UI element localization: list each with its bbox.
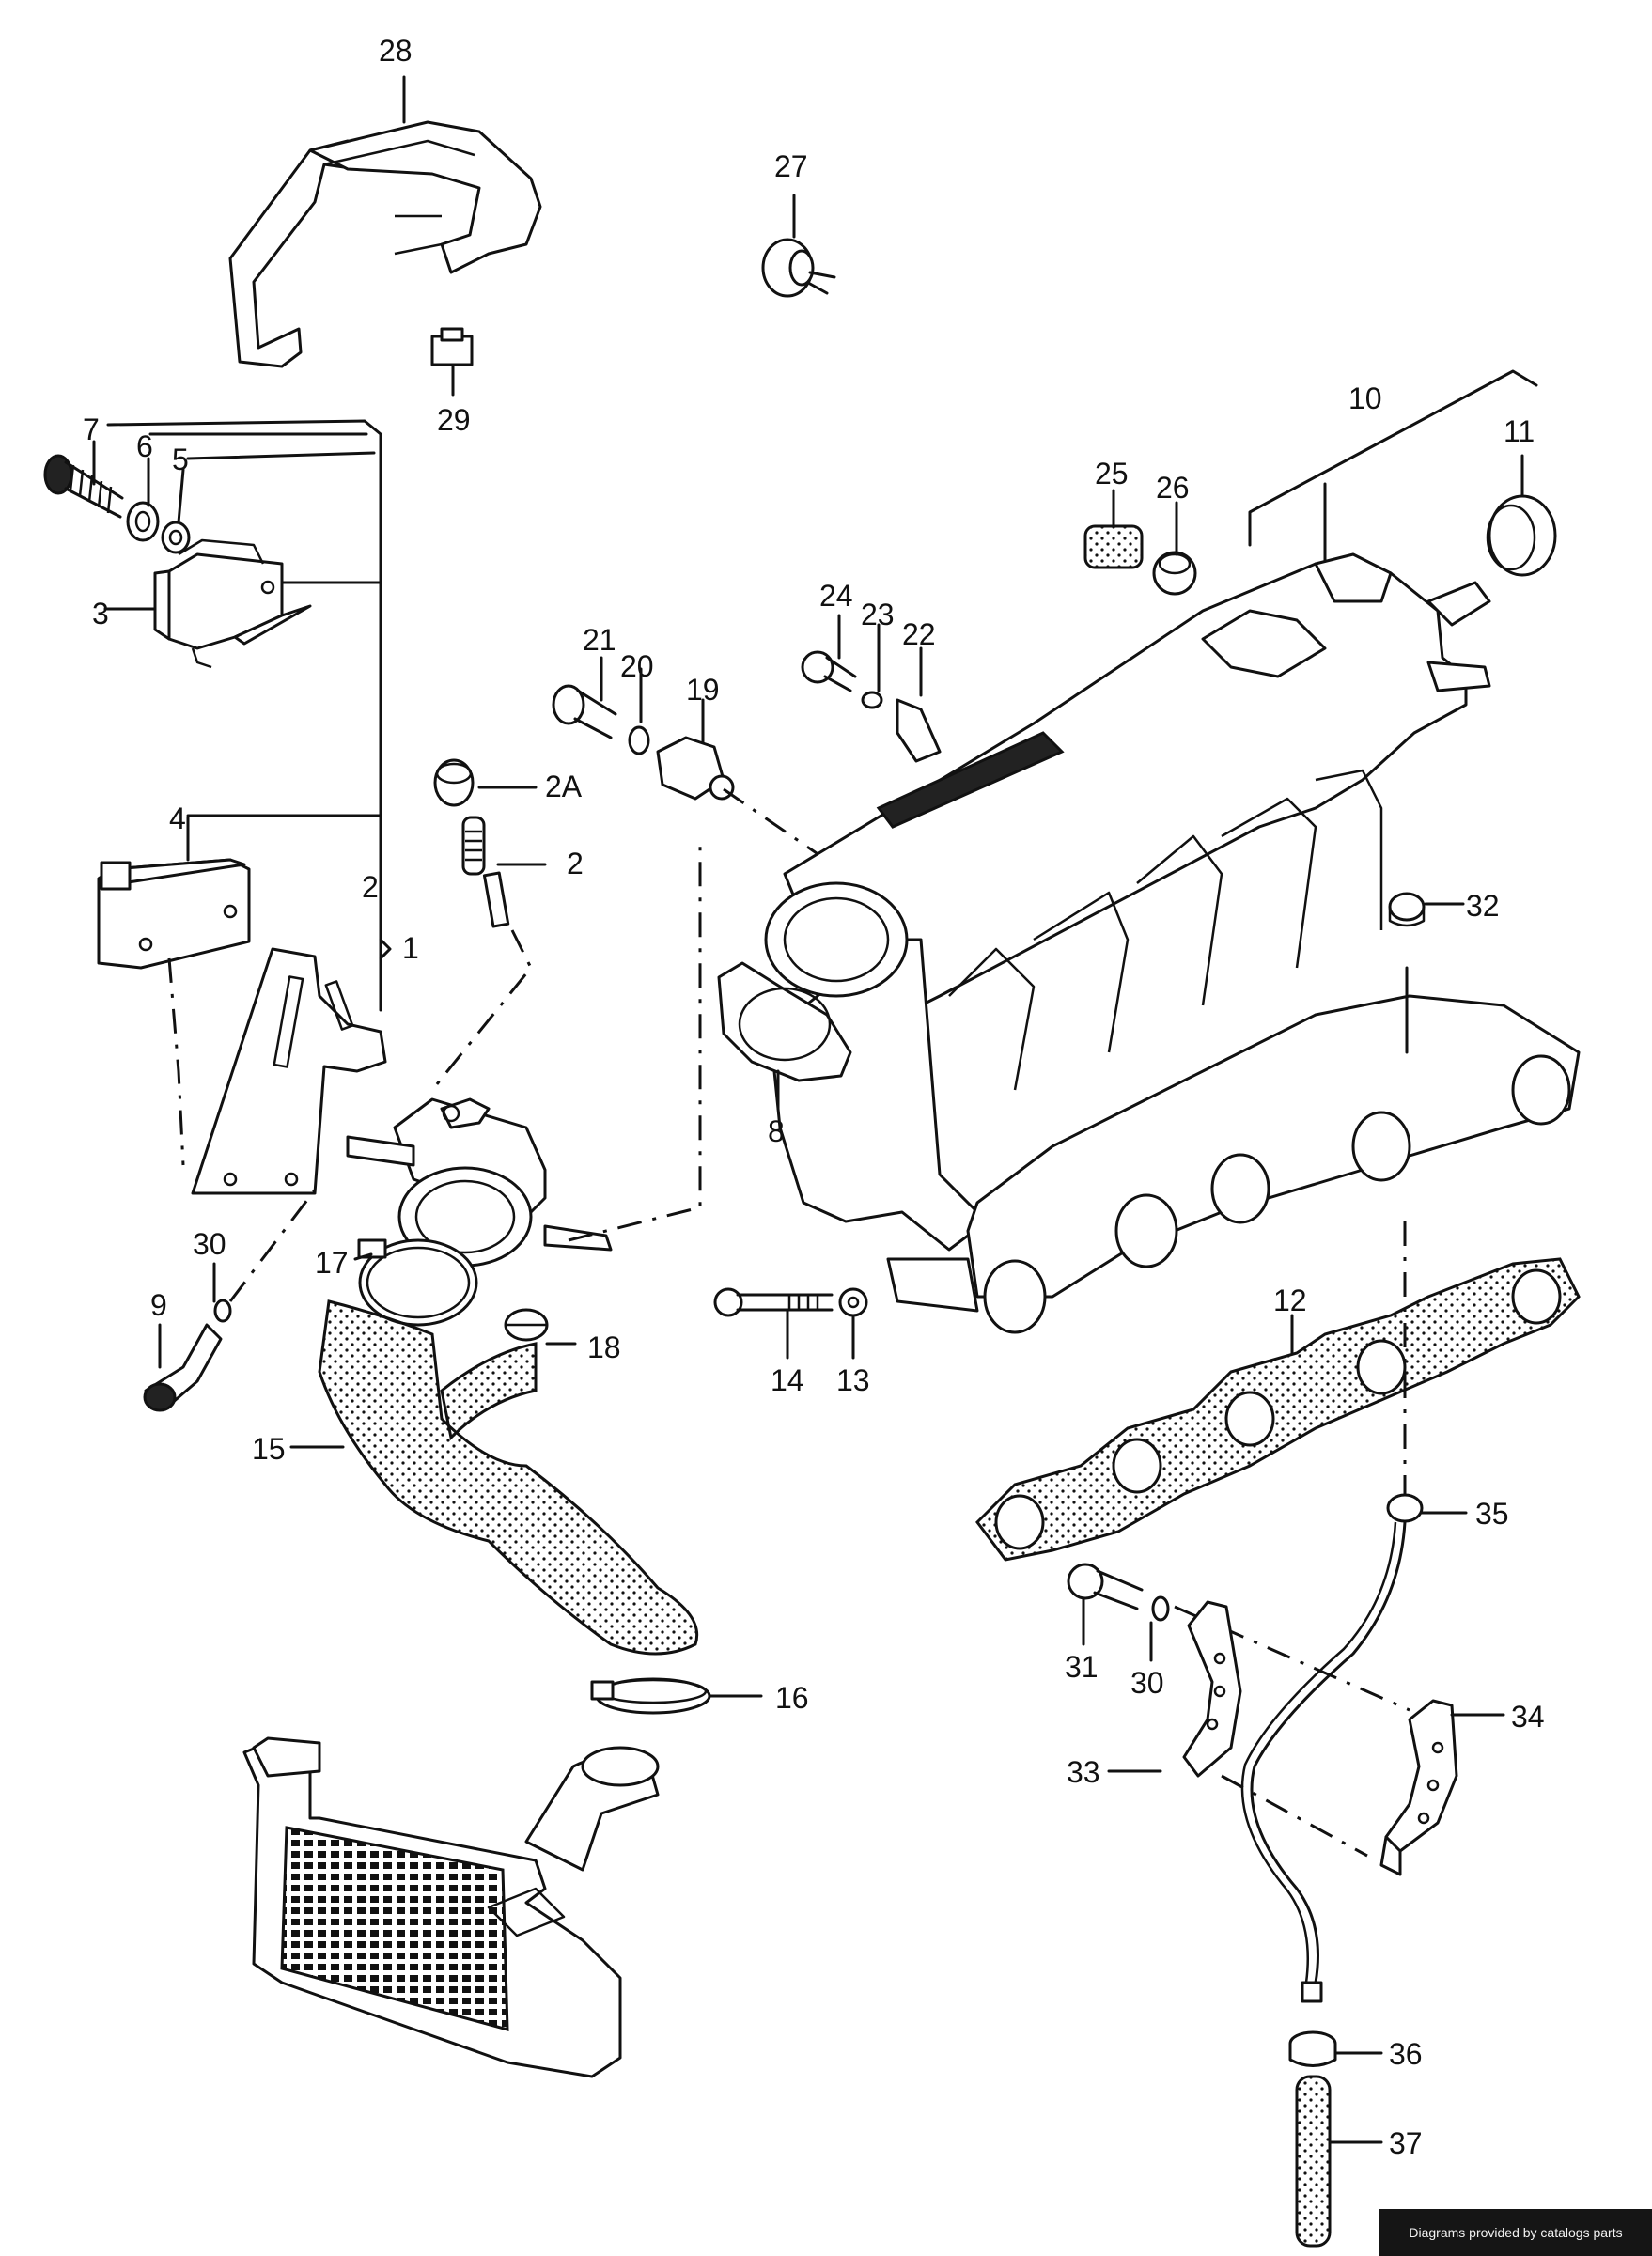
pin-2-part [461,816,510,928]
label-2a: 2A [545,770,583,803]
nut-6-part [126,501,160,542]
bracket-4-part [97,858,251,970]
label-25: 25 [1095,457,1129,490]
hose-clamp-16-part [590,1677,711,1715]
intake-manifold-part [764,552,1581,1334]
sensor-19-part [656,736,735,801]
grommet-part [761,194,836,298]
label-34: 34 [1511,1700,1545,1734]
cap-18-part [504,1308,549,1342]
label-28: 28 [379,34,413,68]
credit-banner: Diagrams provided by catalogs parts [1379,2209,1652,2256]
label-23: 23 [861,598,895,631]
connector-35-part [1386,1493,1424,1523]
bolt-31-part [1067,1563,1144,1610]
label-37: 37 [1389,2126,1423,2160]
label-22: 22 [902,617,936,651]
plug-32-part [1388,892,1426,927]
clip-part [430,327,474,397]
label-15: 15 [252,1432,286,1466]
label-4: 4 [169,801,186,835]
label-10: 10 [1348,381,1382,415]
label-29: 29 [437,403,471,437]
label-18: 18 [587,1330,621,1364]
washer-5-part [161,521,191,554]
label-1: 1 [402,931,419,965]
label-19: 19 [686,673,720,707]
washer-23-part [861,691,883,709]
bolt-21-part [552,684,617,739]
label-3: 3 [92,597,109,630]
label-13: 13 [836,1363,870,1397]
label-11: 11 [1504,414,1535,448]
gasket-8-part [717,961,852,1082]
label-30-right: 30 [1130,1666,1164,1700]
bolt-24-part [801,650,857,692]
intercooler-part [242,1736,660,2078]
hose-37-part [1295,2075,1332,2248]
part-labels: 28 27 29 7 6 5 3 4 2 1 2A 2 17 18 9 30 1… [83,34,1545,2160]
label-6: 6 [136,429,153,463]
clamp-36-part [1288,2030,1337,2067]
label-31: 31 [1065,1650,1099,1684]
bracket-3-part [153,538,312,669]
washer-30-left-part [213,1299,232,1323]
label-14: 14 [771,1363,804,1397]
label-17: 17 [315,1246,349,1280]
heat-shield-part [228,120,542,368]
label-8: 8 [768,1114,785,1148]
bolt-7-part [43,454,124,519]
label-21: 21 [583,623,616,657]
label-7: 7 [83,412,100,446]
label-27: 27 [774,149,808,183]
bolt-14-part [713,1287,834,1317]
intake-hose-15-part [318,1299,699,1656]
mounting-plate-part [191,947,387,1195]
washer-20-part [628,725,650,755]
label-5: 5 [172,443,189,476]
cap-11-part [1486,494,1557,577]
label-2: 2 [567,847,584,880]
label-24: 24 [819,579,853,613]
bracket-33-part [1182,1600,1242,1778]
manifold-gasket-12-part [975,1257,1581,1562]
label-36: 36 [1389,2037,1423,2071]
bracket-34-part [1379,1699,1458,1876]
washer-13-part [838,1287,868,1317]
label-16: 16 [775,1681,809,1715]
sleeve-25-part [1083,524,1144,569]
label-33: 33 [1067,1755,1100,1789]
label-32: 32 [1466,889,1500,923]
label-26: 26 [1156,471,1190,505]
bolt-9-part [143,1323,223,1412]
washer-30-right-part [1151,1595,1170,1622]
cap-2a-part [433,758,475,807]
label-20: 20 [620,649,654,683]
bracket-leader-1 [106,419,392,1012]
label-35: 35 [1475,1497,1509,1531]
label-9: 9 [150,1288,167,1322]
label-30-left: 30 [193,1227,226,1261]
label-12: 12 [1273,1284,1307,1317]
clip-22-part [896,698,942,763]
label-2-bracket: 2 [362,870,379,904]
hose-clamp-17-part [357,1238,478,1327]
clamp-26-part [1152,551,1197,596]
